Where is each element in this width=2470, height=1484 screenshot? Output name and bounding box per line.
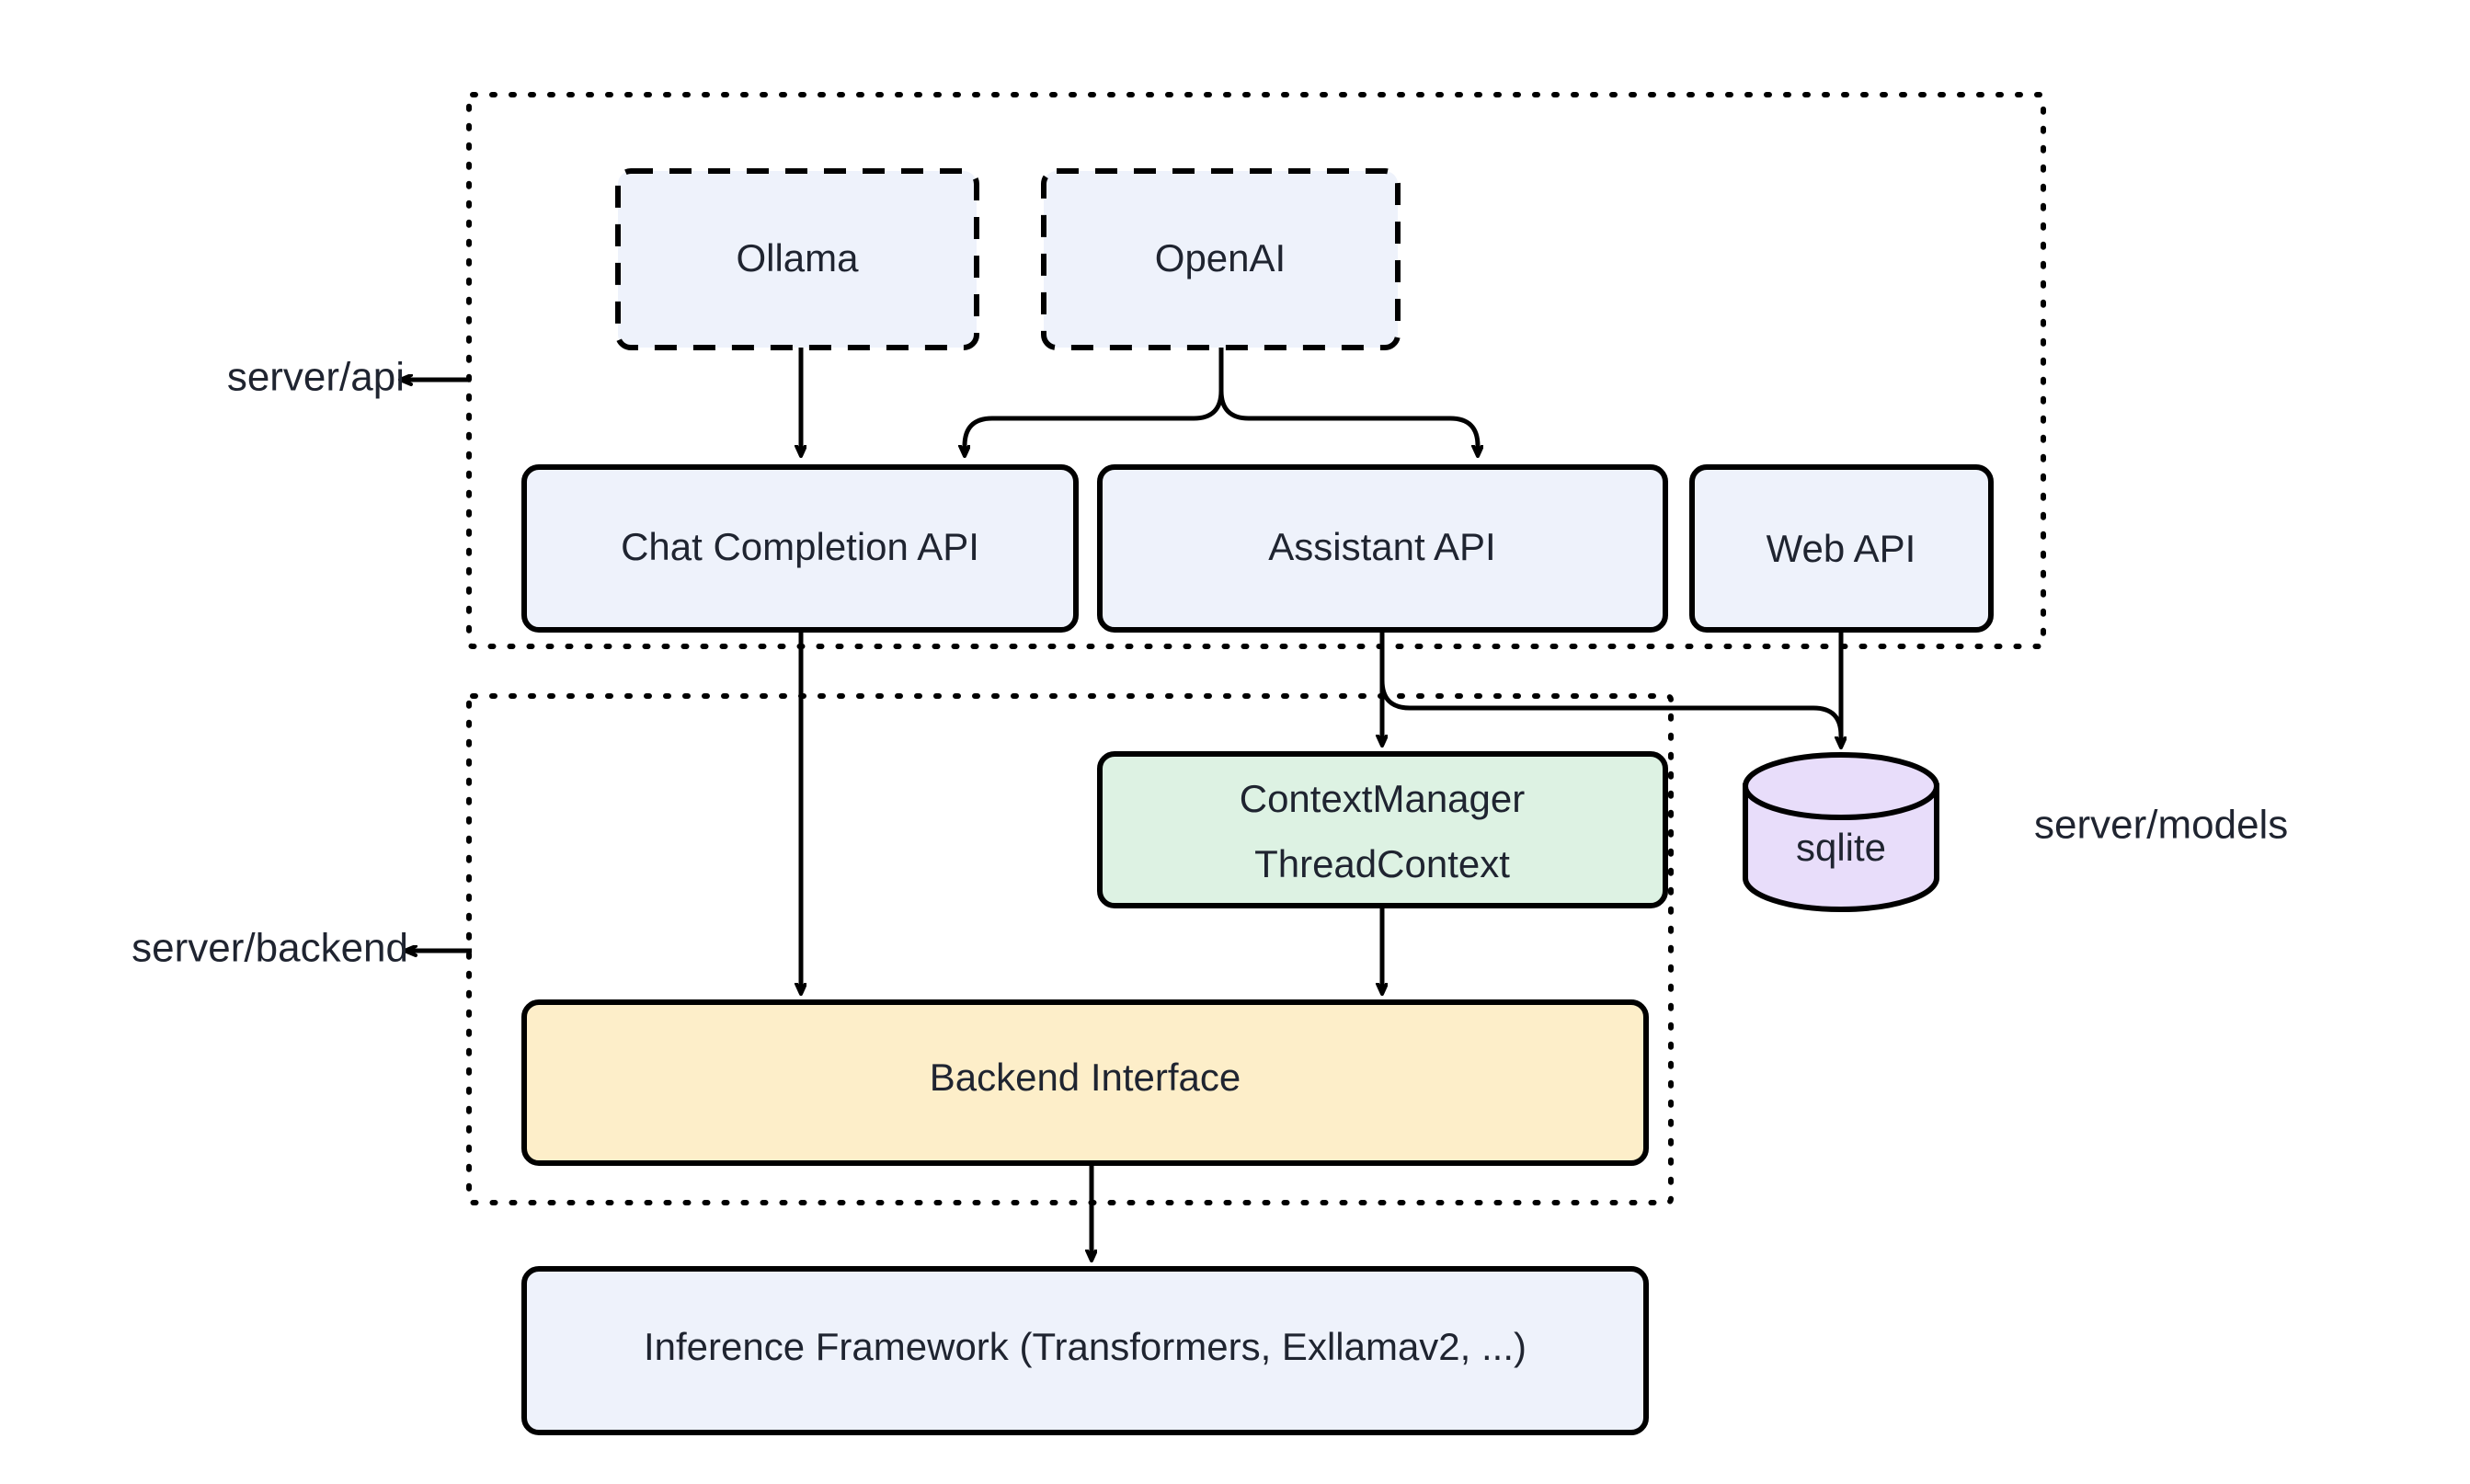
node-chat-completion-api[interactable]: Chat Completion API	[521, 464, 1079, 633]
node-backend-interface-shape	[521, 999, 1649, 1166]
edge-openai-to-chat-completion	[965, 348, 1224, 455]
node-ollama[interactable]: Ollama	[615, 168, 979, 350]
node-sqlite[interactable]: sqlite	[1743, 752, 1939, 912]
node-web-api[interactable]: Web API	[1689, 464, 1994, 633]
node-openai-label: OpenAI	[1155, 236, 1286, 280]
node-chat-completion-api-label: Chat Completion API	[621, 525, 979, 568]
node-inference-framework[interactable]: Inference Framework (Transformers, Exlla…	[521, 1266, 1649, 1435]
node-backend-interface[interactable]: Backend Interface	[521, 999, 1649, 1166]
node-chat-completion-api-shape	[521, 464, 1079, 633]
node-openai[interactable]: OpenAI	[1041, 168, 1401, 350]
cluster-server-backend	[466, 693, 1674, 1205]
label-server-models: server/models	[2034, 803, 2288, 848]
cluster-label-server-backend: server/backend	[132, 926, 408, 971]
node-sqlite-body	[1743, 783, 1939, 912]
node-ollama-shape	[615, 168, 979, 350]
node-sqlite-top	[1743, 752, 1939, 820]
edge-openai-to-assistant	[1218, 348, 1478, 455]
node-sqlite-label: sqlite	[1796, 826, 1886, 869]
node-context-manager-label-line2: ThreadContext	[1254, 842, 1510, 885]
node-assistant-api-shape	[1097, 464, 1668, 633]
node-inference-framework-label: Inference Framework (Transformers, Exlla…	[644, 1325, 1527, 1368]
node-assistant-api-label: Assistant API	[1268, 525, 1495, 568]
node-backend-interface-label: Backend Interface	[930, 1056, 1241, 1099]
node-openai-shape	[1041, 168, 1401, 350]
node-inference-framework-shape	[521, 1266, 1649, 1435]
node-ollama-label: Ollama	[736, 236, 859, 280]
node-web-api-label: Web API	[1767, 527, 1916, 570]
node-assistant-api[interactable]: Assistant API	[1097, 464, 1668, 633]
node-context-manager-label-line1: ContextManager	[1240, 777, 1526, 820]
node-context-manager[interactable]: ContextManager ThreadContext	[1097, 751, 1668, 908]
cluster-label-server-api: server/api	[227, 355, 405, 400]
node-web-api-shape	[1689, 464, 1994, 633]
node-context-manager-shape	[1097, 751, 1668, 908]
